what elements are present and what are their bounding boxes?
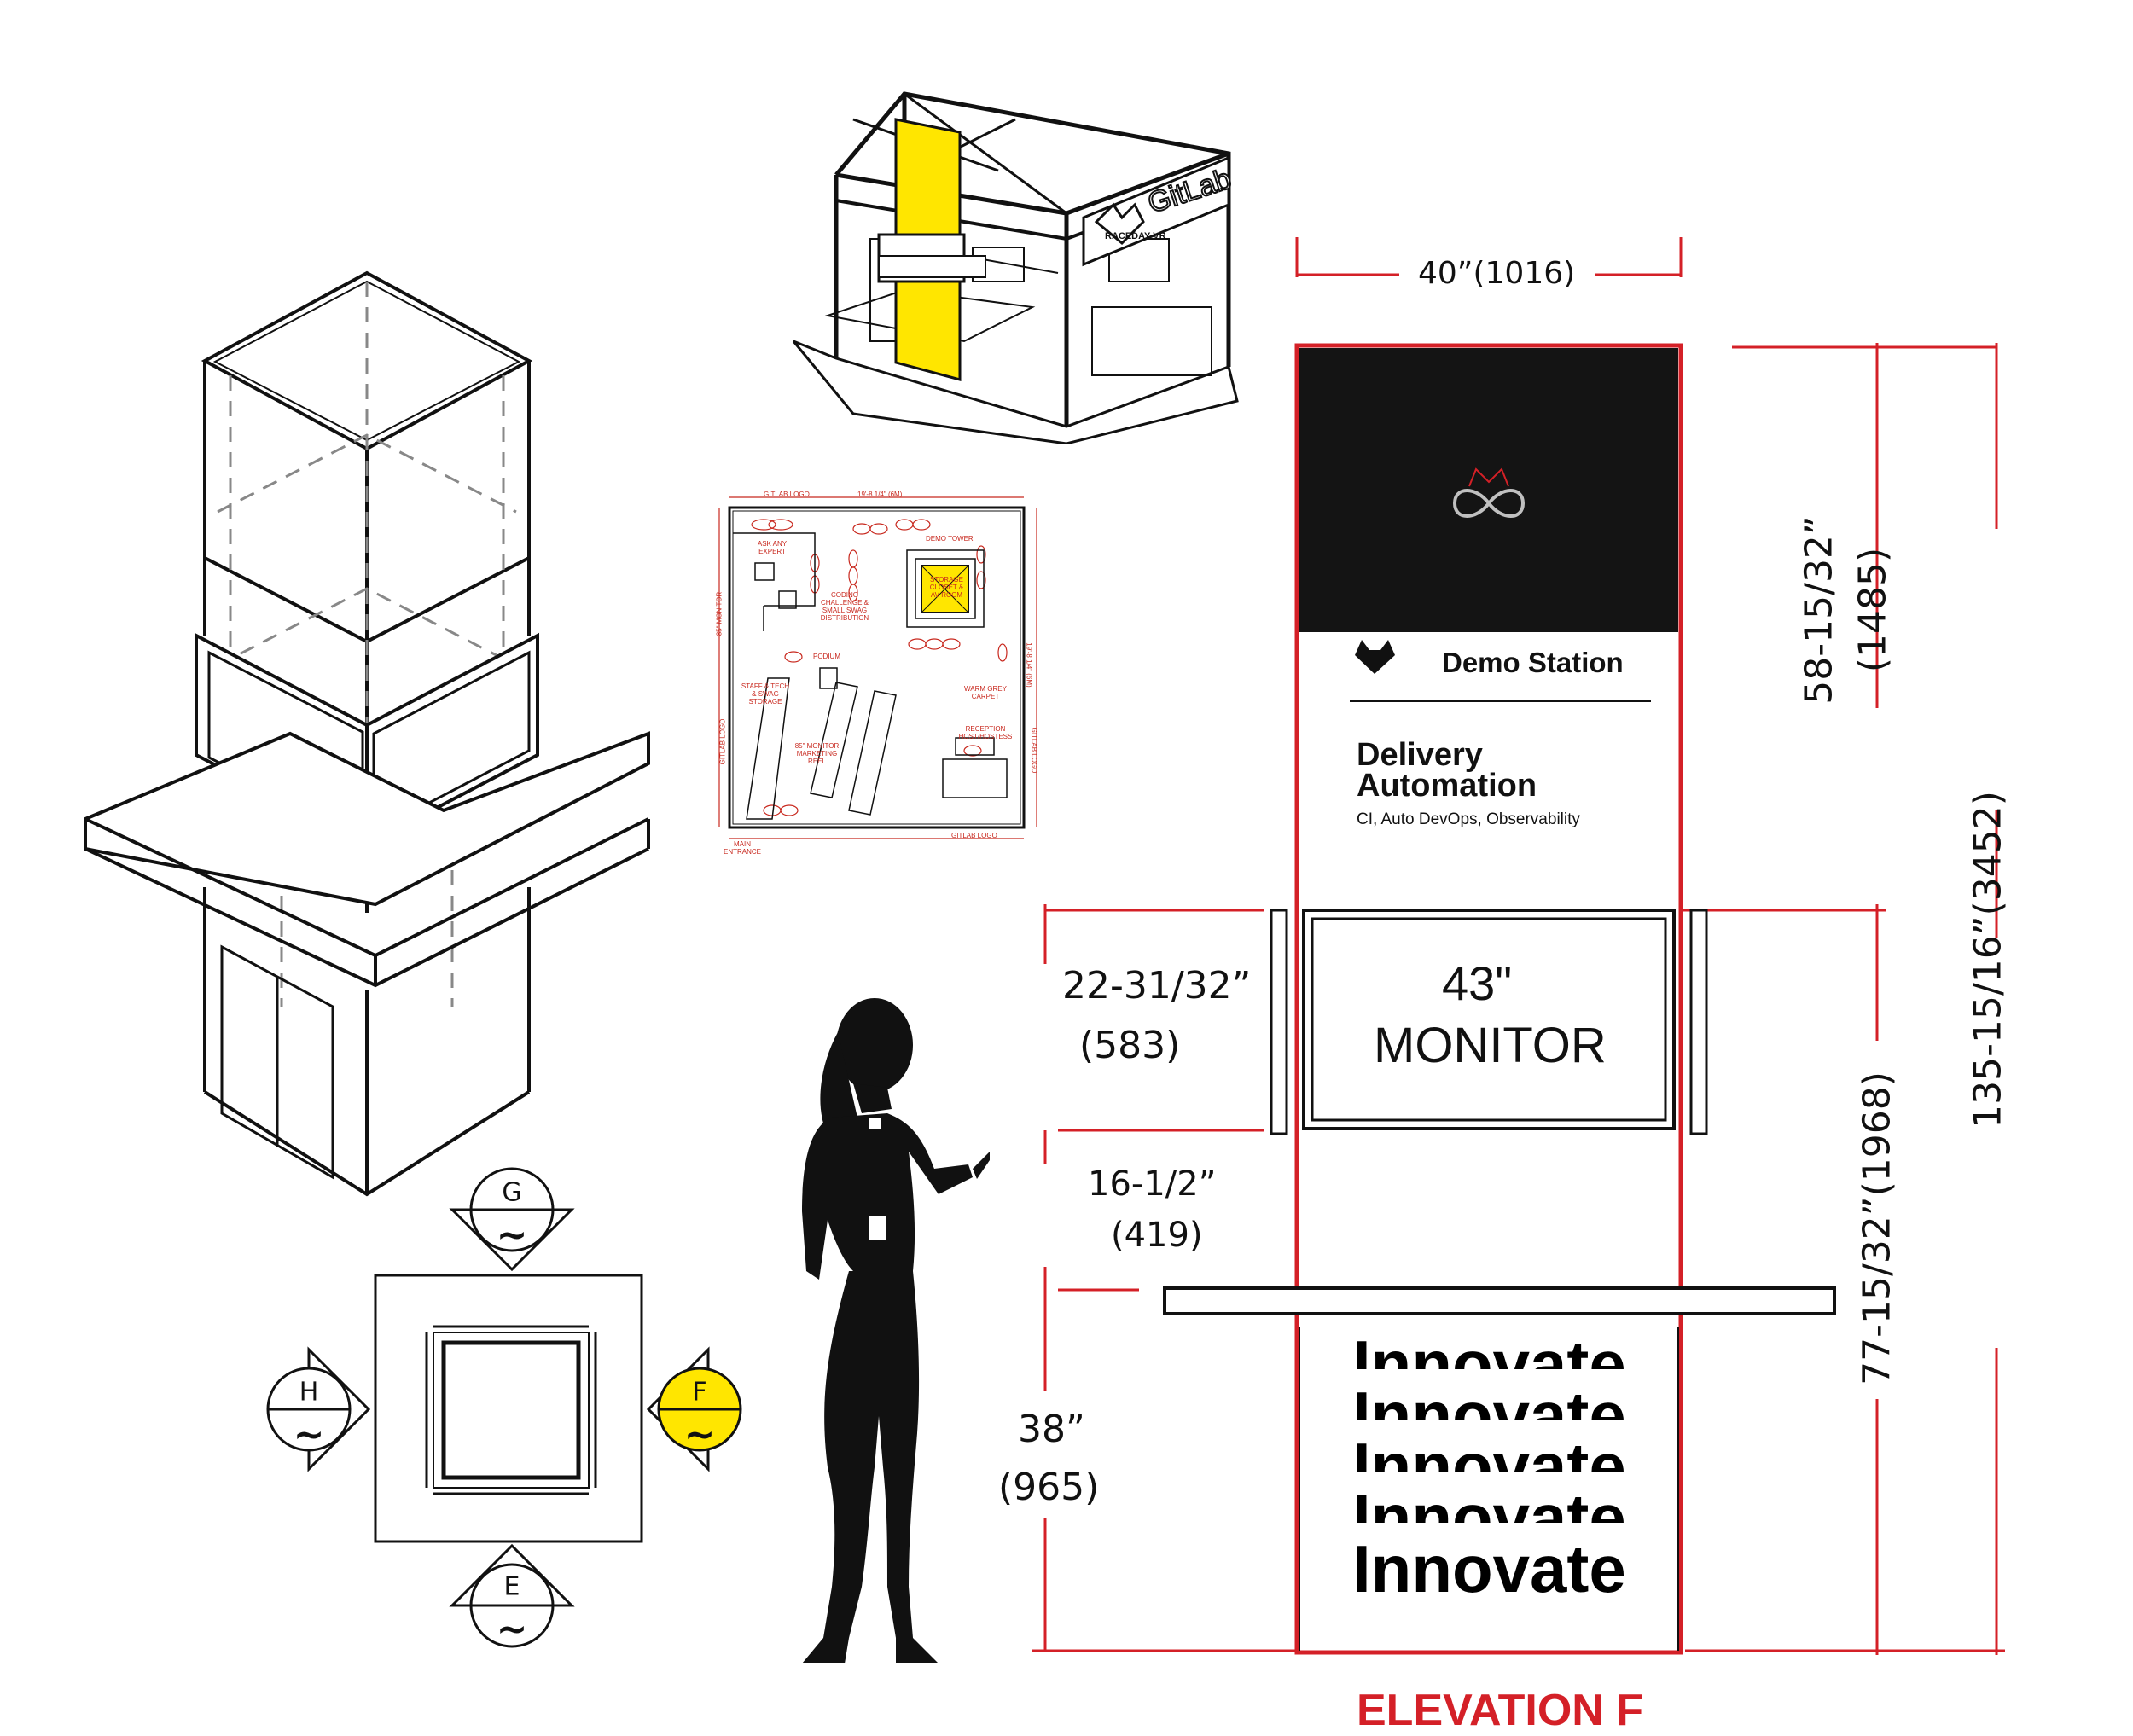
gap-dimension-mm: (419)	[1111, 1216, 1203, 1255]
total-height-dimension: 135-15/16”(3452)	[1966, 791, 2010, 1129]
fp-coding: CODING CHALLENGE & SMALL SWAG DISTRIBUTI…	[820, 591, 869, 622]
fp-top-logo: GITLAB LOGO	[764, 491, 810, 498]
innovate-line-4: Innovate	[1352, 1484, 1626, 1523]
elevation-title: ELEVATION F	[1357, 1686, 1644, 1735]
fp-bottom-logo: GITLAB LOGO	[951, 832, 997, 839]
innovate-line-3: Innovate	[1352, 1433, 1626, 1472]
fp-podium: PODIUM	[813, 653, 840, 660]
isometric-tower-drawing	[84, 270, 650, 1197]
fp-carpet: WARM GREY CARPET	[964, 685, 1007, 700]
gap-dimension-inch: 16-1/2”	[1088, 1164, 1217, 1204]
monitor-size: 43"	[1442, 956, 1513, 1010]
monitor-dimension-inch: 22-31/32”	[1062, 964, 1252, 1007]
fp-left-monitor: 85" MONITOR	[715, 591, 724, 636]
view-marker-g[interactable]	[449, 1167, 575, 1272]
view-letter-g: G	[502, 1177, 522, 1208]
fp-ask-expert: ASK ANY EXPERT	[757, 540, 788, 555]
view-symbol-f: ~	[683, 1413, 716, 1457]
monitor-label: MONITOR	[1374, 1018, 1607, 1073]
innovate-line-5: Innovate	[1352, 1531, 1626, 1606]
fp-monitor-reel: 85" MONITOR MARKETING REEL	[794, 742, 840, 765]
fp-reception: RECEPTION HOST/HOSTESS	[958, 725, 1013, 740]
fp-demo-tower: DEMO TOWER	[926, 535, 974, 543]
fp-entrance: MAIN ENTRANCE	[723, 840, 761, 856]
monitor-dimension-mm: (583)	[1079, 1024, 1181, 1067]
counter-dimension-inch: 38”	[1018, 1408, 1085, 1451]
view-letter-f: F	[692, 1377, 707, 1408]
heading-line-2: Automation	[1357, 768, 1537, 804]
gitlab-fox-icon	[1355, 640, 1395, 674]
view-symbol-g: ~	[496, 1213, 528, 1257]
header-dimension-mm: (1485)	[1851, 547, 1895, 673]
view-letter-e: E	[503, 1571, 520, 1602]
heading-line-1: Delivery	[1357, 737, 1483, 773]
fp-top-dimension: 19'-8 1/4" (6M)	[857, 491, 903, 498]
fp-left-logo: GITLAB LOGO	[718, 718, 727, 765]
innovate-line-2: Innovate	[1352, 1382, 1626, 1420]
view-marker-e[interactable]	[449, 1543, 575, 1648]
subheading: CI, Auto DevOps, Observability	[1357, 810, 1580, 828]
station-label: Demo Station	[1442, 647, 1624, 678]
view-marker-f[interactable]	[646, 1346, 742, 1472]
key-plan	[266, 1167, 742, 1648]
innovate-graphic: Innovate Innovate Innovate Innovate Inno…	[1352, 1331, 1694, 1621]
width-dimension: 40”(1016)	[1418, 256, 1576, 291]
floor-plan: GITLAB LOGO 19'-8 1/4" (6M) ASK ANY EXPE…	[712, 491, 1054, 866]
innovate-line-1: Innovate	[1352, 1331, 1626, 1369]
fp-storage: STORAGE CLOSET & AV ROOM	[929, 576, 964, 599]
view-letter-h: H	[299, 1377, 319, 1408]
elevation-drawing	[1032, 237, 2007, 1655]
lower-height-dimension: 77-15/32”(1968)	[1855, 1071, 1899, 1385]
booth-counter-sign: RACEDAY VR	[1105, 231, 1166, 241]
booth-3d-render: GitLab RACEDAY VR	[792, 91, 1239, 444]
view-marker-h[interactable]	[266, 1346, 371, 1472]
counter-dimension-mm: (965)	[998, 1466, 1100, 1509]
fp-staff: STAFF & TECH & SWAG STORAGE	[741, 682, 790, 705]
view-symbol-h: ~	[293, 1413, 325, 1457]
header-dimension-inch: 58-15/32”	[1797, 515, 1841, 705]
human-scale-silhouette	[802, 998, 990, 1663]
view-symbol-e: ~	[496, 1607, 528, 1652]
